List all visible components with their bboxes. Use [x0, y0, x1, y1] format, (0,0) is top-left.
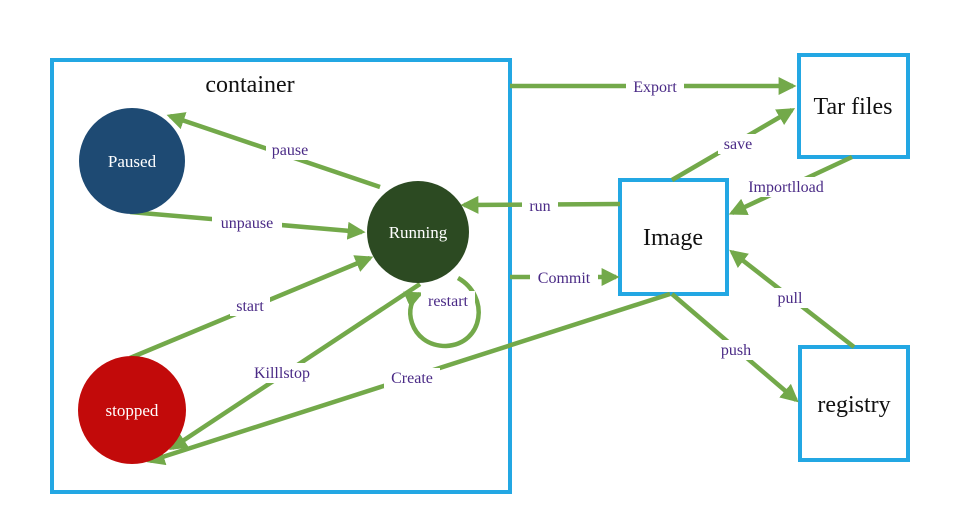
commit-label: Commit [538, 270, 591, 287]
restart-loop-arrow [403, 276, 481, 349]
export-label: Export [633, 79, 677, 96]
registry-title: registry [817, 392, 890, 418]
running-state [367, 181, 469, 283]
tar-files-box [797, 53, 910, 159]
stopped-state [78, 356, 186, 464]
save-label: save [724, 136, 752, 153]
paused-state [79, 108, 185, 214]
image-title: Image [643, 225, 703, 251]
kill-stop-label: Killlstop [254, 365, 310, 382]
pull-label: pull [778, 290, 803, 307]
push-label: push [721, 342, 751, 359]
stopped-label: stopped [106, 401, 159, 420]
create-label: Create [391, 370, 433, 387]
paused-label: Paused [108, 152, 157, 171]
restart-label: restart [428, 293, 469, 310]
run-label: run [529, 198, 550, 215]
edge-labels: pause unpause start Killlstop restart Cr… [212, 77, 834, 388]
running-label: Running [389, 223, 448, 242]
container-title: container [205, 72, 294, 98]
tar-files-title: Tar files [814, 94, 893, 120]
pause-label: pause [272, 142, 308, 159]
import-load-label: Importlload [748, 179, 824, 196]
registry-box [798, 345, 910, 462]
start-label: start [236, 298, 264, 315]
unpause-label: unpause [221, 215, 273, 232]
